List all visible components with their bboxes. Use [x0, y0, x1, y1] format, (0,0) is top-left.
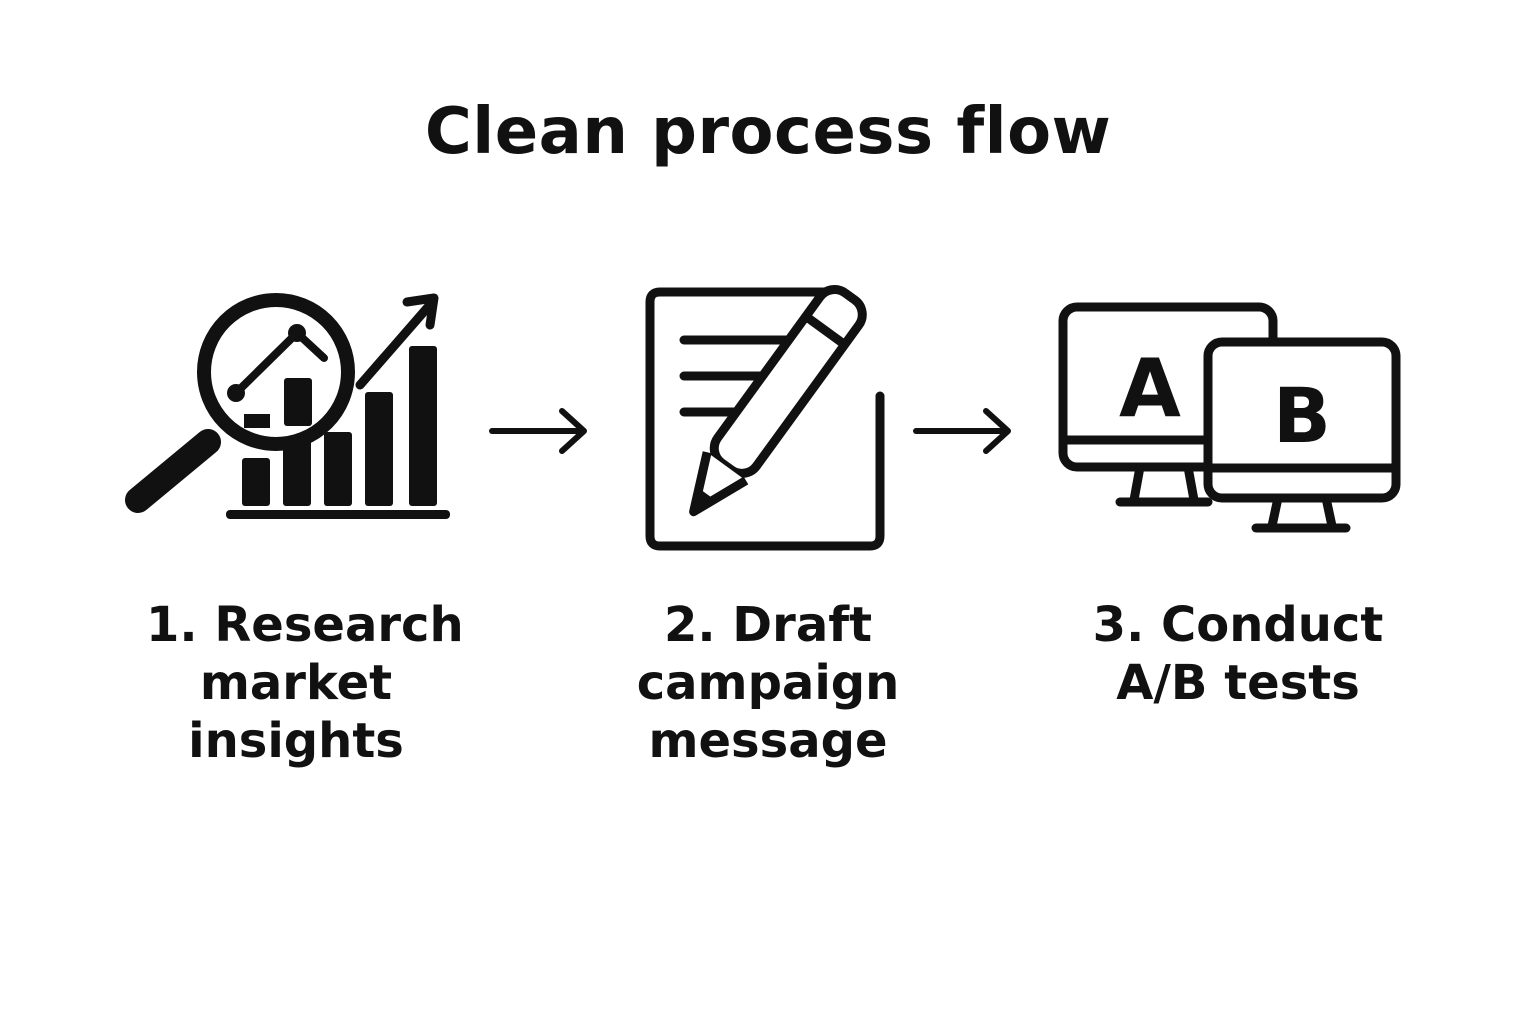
step-1-label-line-1: 1. Research [146, 597, 464, 653]
step-1-label-line-3: insights [188, 713, 404, 769]
document-pencil-icon [640, 282, 920, 554]
ab-monitors-icon: A B [1056, 300, 1406, 536]
step-3-label: 3. Conduct A/B tests [1080, 596, 1396, 712]
arrow-right-icon [488, 406, 592, 456]
page-title: Clean process flow [424, 95, 1112, 169]
step-3-label-line-2: A/B tests [1116, 655, 1360, 711]
step-1-label-line-2: market [199, 655, 393, 711]
step-3-label-line-1: 3. Conduct [1092, 597, 1384, 653]
magnifier-chart-icon [120, 290, 460, 530]
step-2-label: 2. Draft campaign message [618, 596, 918, 770]
monitor-a-letter: A [1119, 342, 1181, 435]
monitor-b-letter: B [1273, 371, 1331, 460]
step-2-label-line-1: 2. Draft [663, 597, 873, 653]
arrow-right-icon [912, 406, 1016, 456]
step-1-label: 1. Research market insights [146, 596, 464, 770]
step-2-label-line-3: message [648, 713, 888, 769]
step-2-label-line-2: campaign [636, 655, 900, 711]
